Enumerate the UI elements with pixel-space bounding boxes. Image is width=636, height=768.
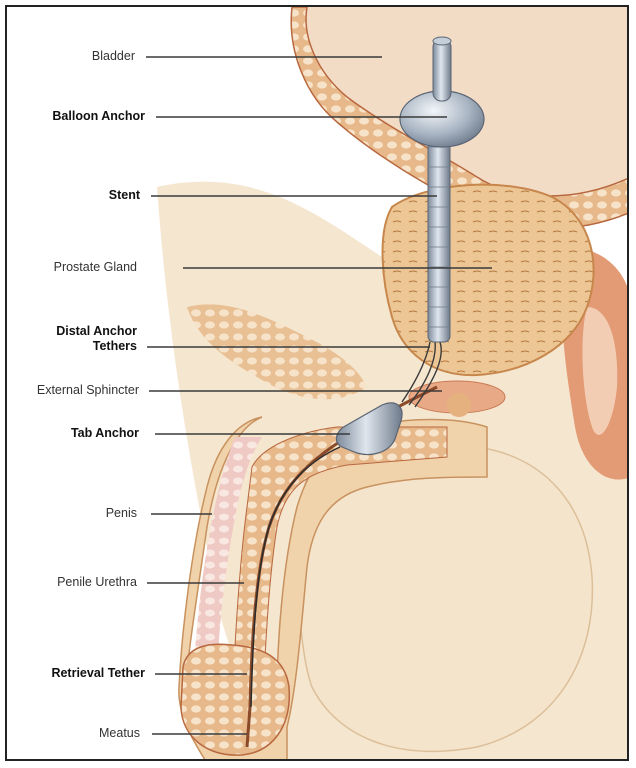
label-stent: Stent: [109, 188, 140, 203]
label-prostate-gland: Prostate Gland: [54, 260, 137, 275]
label-distal-anchor-line1: Distal Anchor: [56, 324, 137, 339]
label-distal-anchor-tethers: Distal Anchor Tethers: [56, 324, 137, 354]
label-bladder: Bladder: [92, 49, 135, 64]
label-penis: Penis: [106, 506, 137, 521]
label-meatus: Meatus: [99, 726, 140, 741]
glans: [181, 644, 289, 755]
label-balloon-anchor: Balloon Anchor: [52, 109, 145, 124]
label-external-sphincter: External Sphincter: [37, 383, 139, 398]
stent: [428, 127, 450, 342]
illustration-frame: Bladder Balloon Anchor Stent Prostate Gl…: [5, 5, 629, 761]
label-tab-anchor: Tab Anchor: [71, 426, 139, 441]
label-retrieval-tether: Retrieval Tether: [51, 666, 145, 681]
stent-tip: [433, 39, 451, 101]
label-distal-anchor-line2: Tethers: [56, 339, 137, 354]
label-penile-urethra: Penile Urethra: [57, 575, 137, 590]
